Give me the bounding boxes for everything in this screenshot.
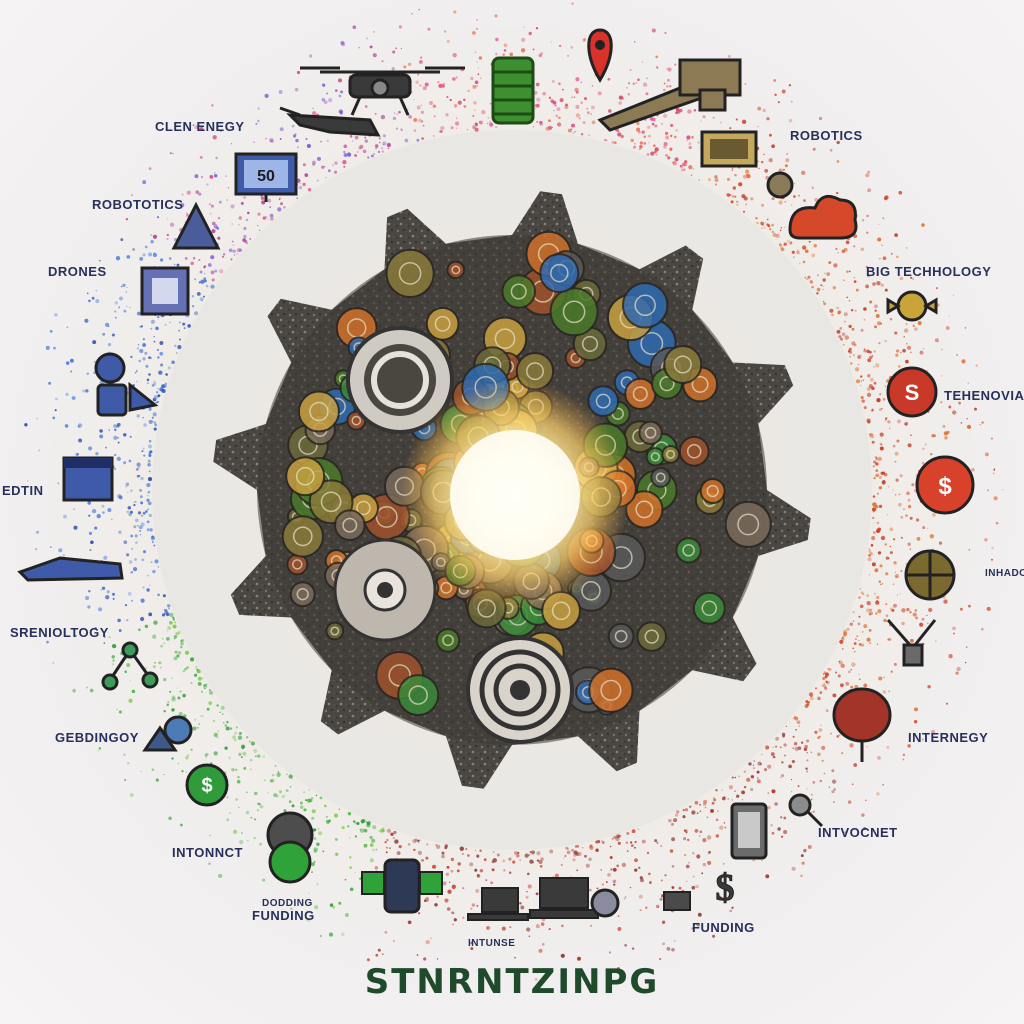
- gear-person-icon: [266, 811, 314, 884]
- location-pin-icon: [587, 28, 613, 83]
- candy-icon: [886, 290, 938, 322]
- chip-icon: [361, 858, 443, 914]
- svg-text:$: $: [938, 473, 952, 500]
- gear-bottom: [466, 636, 574, 744]
- monitor-number: 50: [257, 168, 275, 185]
- robot-arm-icon: [597, 58, 742, 132]
- triangle-icon: [171, 201, 221, 250]
- svg-text:S: S: [905, 380, 920, 405]
- svg-text:$: $: [201, 775, 212, 797]
- key-icon: [788, 793, 824, 828]
- label-funding-left: FUNDING: [252, 908, 315, 923]
- lamp-icon: [886, 619, 937, 667]
- dollar-icon: $: [715, 867, 735, 910]
- drone-icon: [300, 66, 465, 116]
- label-srenotology: SRENIOLTOGY: [10, 625, 109, 640]
- cloud-dollar-icon: $: [915, 455, 975, 515]
- cloud-icon: [788, 194, 858, 240]
- compass-right-icon: [904, 549, 956, 601]
- label-intovoret: INTVOCNET: [818, 825, 898, 840]
- gear-top-left: [346, 326, 454, 434]
- airplane-icon: [279, 106, 381, 137]
- label-intonict: INTONNCT: [172, 845, 243, 860]
- molecule-icon: [101, 641, 159, 691]
- svg-text:$: $: [716, 867, 735, 909]
- label-robotics-right: ROBOTICS: [790, 128, 863, 143]
- label-internegy: INTERNEGY: [908, 730, 989, 745]
- label-tenenovia: TEHENOVIA: [944, 388, 1024, 403]
- screen-right-icon: [700, 130, 758, 168]
- label-clean-energy: CLEN ENEGY: [155, 119, 245, 134]
- screen-icon: [663, 891, 691, 911]
- gear-small-icon: [766, 171, 794, 199]
- tablet-icon: [730, 802, 768, 860]
- dollar-badge-icon: $: [185, 763, 229, 807]
- coin-stack-icon: [491, 56, 535, 125]
- label-intunse: INTUNSE: [468, 938, 516, 949]
- label-edtin: EDTIN: [2, 483, 44, 498]
- frame-icon: [140, 266, 190, 316]
- robot-icon: [94, 352, 159, 417]
- label-funding-right: FUNDING: [692, 920, 755, 935]
- compass-icon: [590, 888, 620, 918]
- footer-title: STNRNTZINPG: [364, 962, 660, 1002]
- car-icon: [17, 556, 124, 582]
- label-funding-small: DODDING: [262, 898, 313, 909]
- label-geodingy: GEBDINGOY: [55, 730, 139, 745]
- calendar-icon: [62, 456, 114, 502]
- monitor-icon: 50: [234, 152, 298, 202]
- gear-left-flower: [333, 538, 437, 642]
- computer-icon: [467, 887, 529, 921]
- balloon-icon: [832, 687, 892, 762]
- label-drones: DRONES: [48, 264, 107, 279]
- label-inhador: INHADOR: [985, 568, 1024, 579]
- globe-icon: [142, 715, 193, 752]
- label-big-tech: BIG TECHHOLOGY: [866, 264, 992, 279]
- label-robotics-left: ROBOTOTICS: [92, 197, 184, 212]
- coin-red-icon: S: [886, 366, 938, 418]
- laptop-icon: [529, 877, 599, 919]
